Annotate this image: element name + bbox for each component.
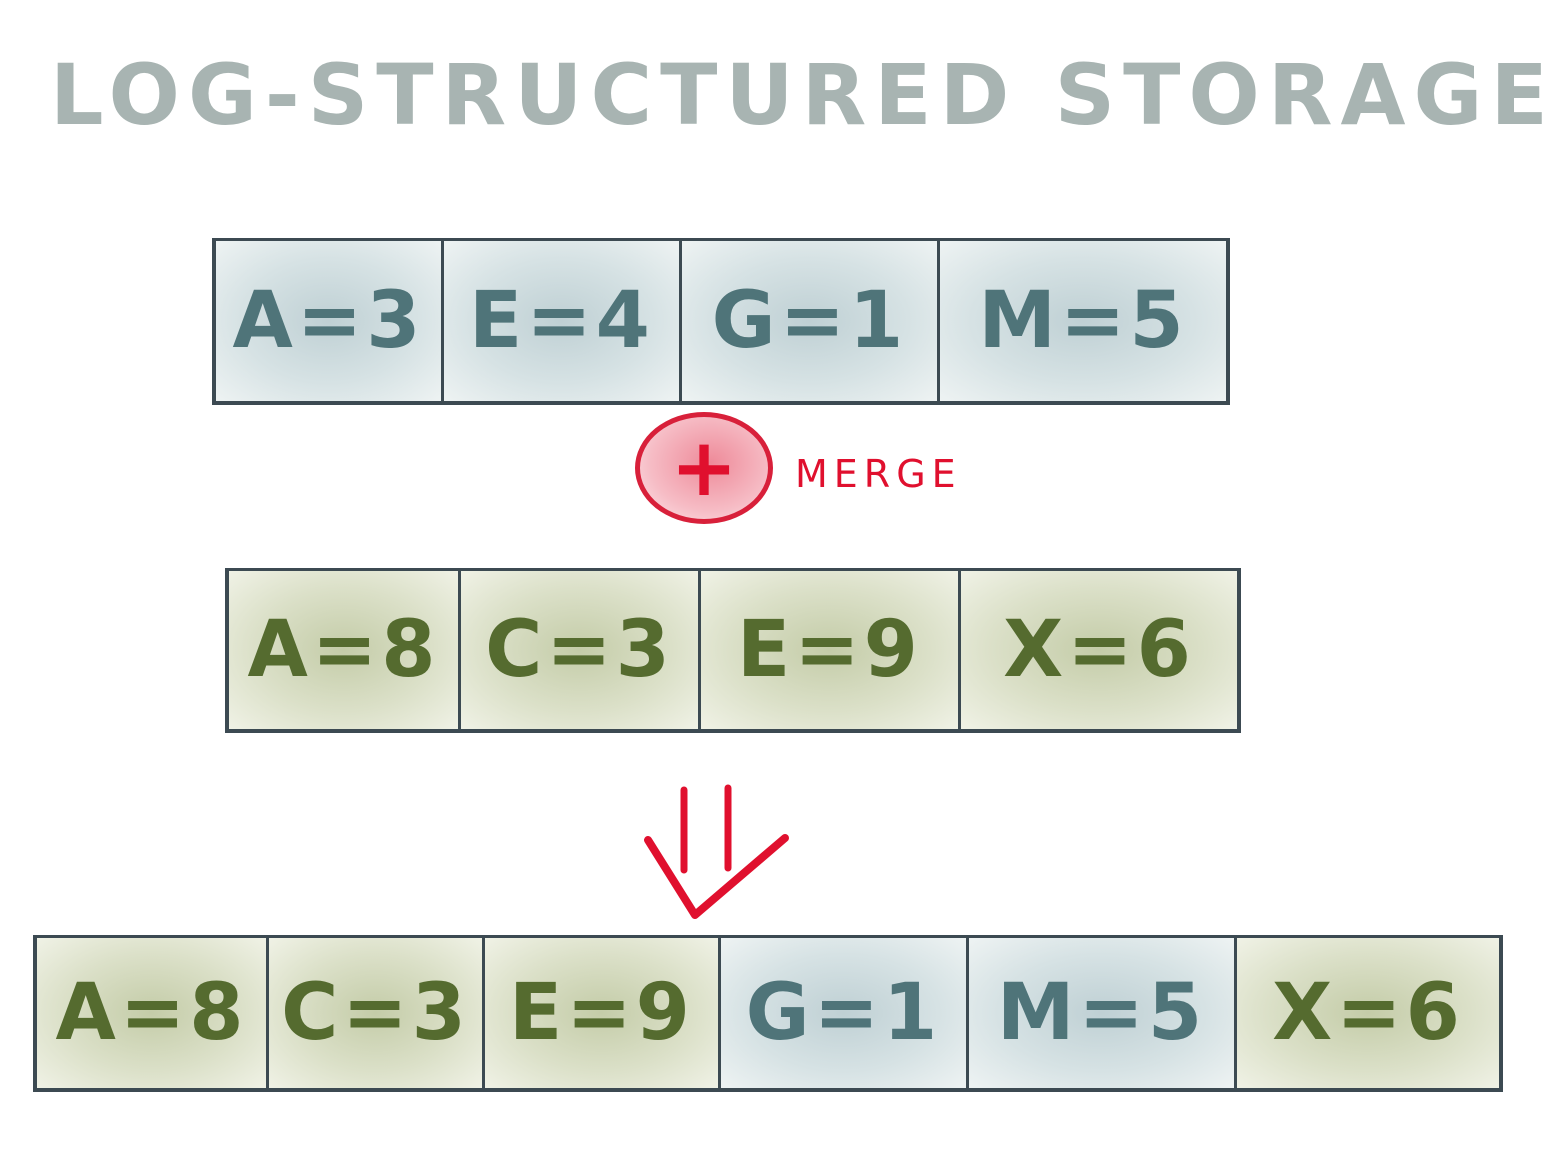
cell-label: C=3	[485, 605, 674, 695]
cell-label: E=9	[737, 605, 922, 695]
segment-2-cell: A=8	[229, 571, 461, 729]
segment-1-cell: G=1	[682, 241, 940, 401]
segment-1-cell: A=3	[216, 241, 444, 401]
segment-1-cell: E=4	[444, 241, 682, 401]
cell-label: A=8	[55, 968, 248, 1058]
merge-label: MERGE	[795, 452, 962, 496]
cell-label: E=4	[469, 276, 654, 366]
cell-label: X=6	[1272, 968, 1464, 1058]
segment-1-cell: M=5	[940, 241, 1226, 401]
cell-label: M=5	[978, 276, 1188, 366]
cell-label: G=1	[711, 276, 908, 366]
segment-2-cell: C=3	[461, 571, 701, 729]
cell-label: X=6	[1003, 605, 1195, 695]
merged-segment-cell: G=1	[721, 938, 969, 1088]
cell-label: M=5	[996, 968, 1207, 1058]
merge-operation: + MERGE	[635, 412, 1015, 532]
cell-label: C=3	[281, 968, 470, 1058]
merged-segment-cell: X=6	[1237, 938, 1499, 1088]
merged-segment-cell: E=9	[485, 938, 721, 1088]
merged-segment-cell: C=3	[269, 938, 485, 1088]
cell-label: E=9	[509, 968, 694, 1058]
segment-2-cell: X=6	[961, 571, 1237, 729]
cell-label: A=8	[247, 605, 440, 695]
cell-label: A=3	[232, 276, 425, 366]
plus-icon: +	[670, 421, 738, 514]
plus-circle: +	[635, 412, 773, 524]
merged-segment-cell: M=5	[969, 938, 1237, 1088]
cell-label: G=1	[745, 968, 942, 1058]
merged-segment: A=8 C=3 E=9 G=1 M=5 X=6	[33, 935, 1503, 1092]
segment-1: A=3 E=4 G=1 M=5	[212, 238, 1230, 405]
diagram-title: LOG-STRUCTURED STORAGE	[50, 46, 1556, 144]
double-down-arrow-icon	[644, 784, 789, 919]
segment-2: A=8 C=3 E=9 X=6	[225, 568, 1241, 733]
merged-segment-cell: A=8	[37, 938, 269, 1088]
segment-2-cell: E=9	[701, 571, 961, 729]
